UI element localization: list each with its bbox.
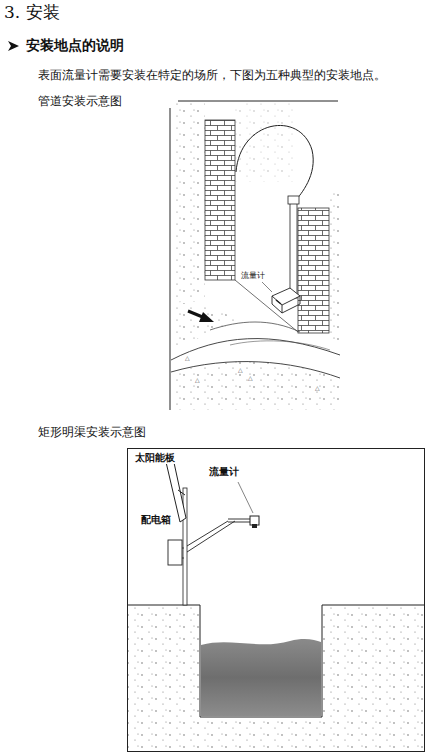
svg-text:△: △ [238,366,243,373]
part-label: 太阳能板 [134,452,176,464]
section-heading: 3. 安装 [4,2,60,22]
bullet-arrow [8,41,19,51]
figure-caption: 管道安装示意图 [38,94,122,108]
pipe-install-figure: △ △ △ △ △ [170,101,342,410]
part-label: 流量计 [240,271,266,281]
svg-text:△: △ [185,354,190,361]
svg-text:△: △ [195,376,200,383]
svg-text:△: △ [315,384,320,391]
subheading: 安装地点的说明 [26,37,124,54]
part-label: 配电箱 [140,514,172,526]
channel-install-figure [128,449,425,752]
part-label: 流量计 [208,466,240,478]
figure-caption: 矩形明渠安装示意图 [38,425,146,439]
svg-text:△: △ [248,374,253,381]
body-text: 表面流量计需要安装在特定的场所，下图为五种典型的安装地点。 [38,68,386,82]
